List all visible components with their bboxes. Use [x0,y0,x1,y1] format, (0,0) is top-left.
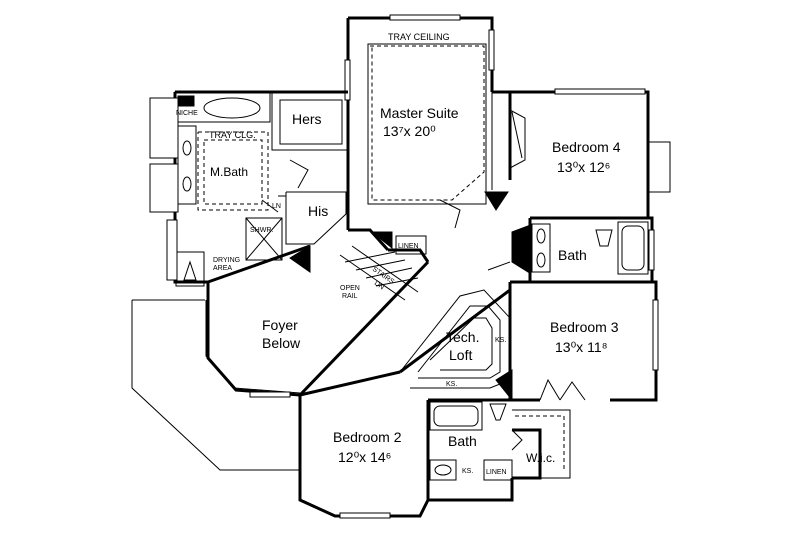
bath-lower-label: Bath [448,433,477,449]
master-suite-name: Master Suite [380,105,459,121]
bedroom4-name: Bedroom 4 [552,139,621,155]
dn-label: DN [373,280,385,292]
open-rail-line1: OPEN [340,285,360,292]
tray-clg-label: TRAY CLG. [209,130,256,140]
foyer-line2: Below [262,335,301,351]
linen-bottom-label: LINEN [486,469,507,476]
lower-bath-walls [428,398,571,502]
foyer-line1: Foyer [262,317,298,333]
bath-right-label: Bath [558,247,587,263]
mbath-label: M.Bath [210,165,248,179]
ks-bath-label: KS. [462,468,473,475]
hers-label: Hers [292,111,322,127]
master-suite-walls [344,14,510,252]
shwr-label: SHWR. [250,227,273,234]
tray-ceiling-label: TRAY CEILING [388,32,450,42]
bedroom2-dims: 12⁰x 14⁶ [338,449,391,465]
stair-area [289,191,529,402]
open-rail-line2: RAIL [342,293,358,300]
drying-area-line2: AREA [213,265,232,272]
drying-area-line1: DRYING [213,257,240,264]
linen-top-label: LINEN [398,243,419,250]
tech-loft-walls [399,289,511,389]
wic-label: W.i.c. [526,451,555,465]
bedroom3-name: Bedroom 3 [550,319,619,335]
tech-loft-line1: Tech. [446,329,479,345]
tech-loft-line2: Loft [449,347,472,363]
ln-label: LN [272,203,281,210]
bedroom3-dims: 13⁰x 11⁸ [555,339,608,355]
bedroom4-dims: 13⁰x 12⁶ [557,159,610,175]
his-label: His [308,203,328,219]
ks-loft-right-label: KS. [495,337,506,344]
master-bath-walls [149,90,348,287]
foyer-walls [131,244,311,471]
bedroom2-walls [298,370,430,519]
niche-label: NICHE [176,110,198,117]
bath-right-walls [528,216,655,282]
ks-loft-bottom-label: KS. [446,381,457,388]
master-suite-dims: 13⁷x 20⁰ [383,123,436,139]
bedroom4-walls [508,88,671,220]
bedroom2-name: Bedroom 2 [333,429,402,445]
